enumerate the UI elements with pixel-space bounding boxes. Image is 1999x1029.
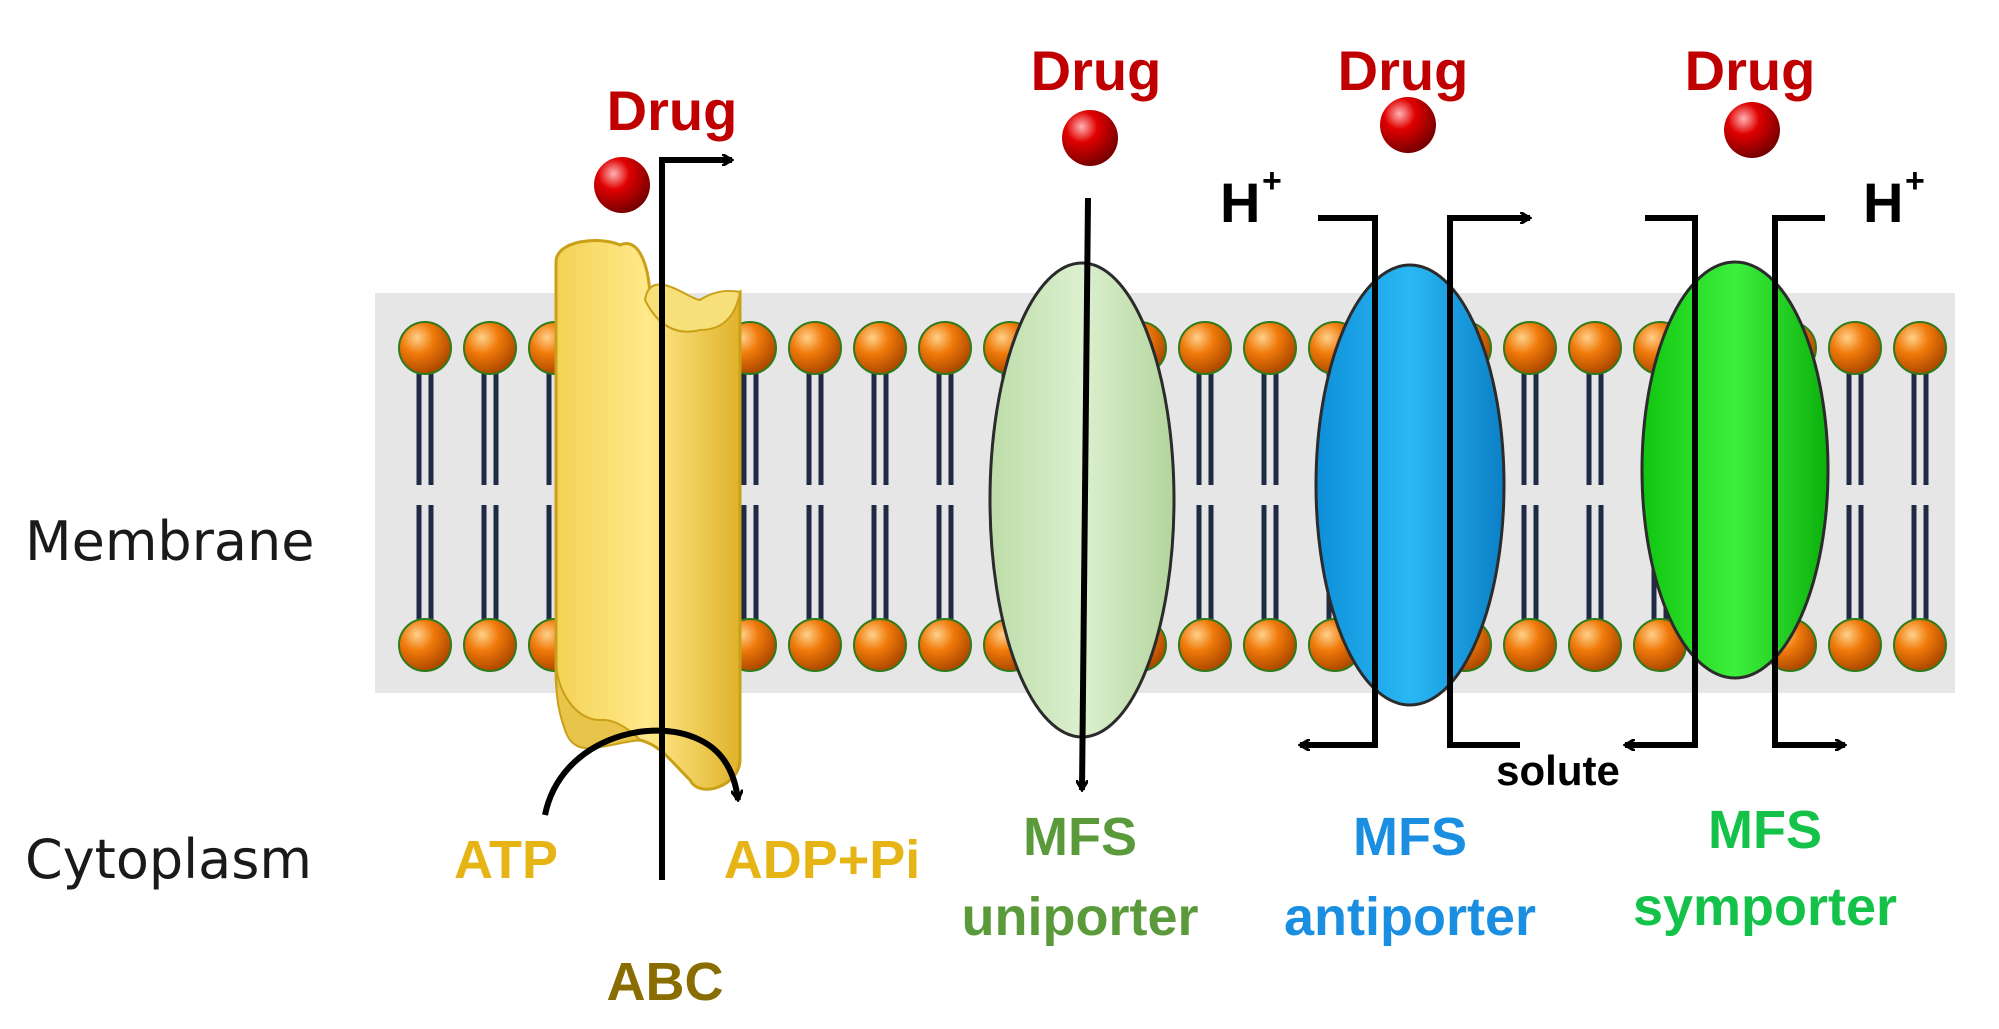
cytoplasm-label: Cytoplasm: [25, 828, 312, 891]
lipid-head: [918, 618, 972, 672]
lipid-head: [853, 321, 907, 375]
proton-charge-symporter: +: [1905, 162, 1925, 200]
drug-molecule-abc: [594, 157, 650, 213]
antiporter-name-line2: antiporter: [1284, 887, 1536, 947]
lipid-head: [463, 321, 517, 375]
lipid-head: [1503, 321, 1557, 375]
lipid-head: [463, 618, 517, 672]
abc-transporter-bottom-curl: [555, 659, 643, 750]
antiporter-name-line1: MFS: [1353, 807, 1467, 867]
lipid-head: [1178, 618, 1232, 672]
lipid-head: [1893, 321, 1947, 375]
symporter-name-line1: MFS: [1708, 800, 1822, 860]
lipid-head: [1828, 321, 1882, 375]
mfs-symporter-body: [1640, 260, 1830, 680]
abc-energy-arrow: [542, 727, 738, 816]
drug-molecule-symporter: [1724, 102, 1780, 158]
symporter-proton-arrow: [1772, 215, 1845, 745]
lipid-head: [1828, 618, 1882, 672]
mfs-antiporter-body: [1314, 263, 1506, 707]
drug-label-uniporter: Drug: [1031, 39, 1162, 102]
lipid-head: [398, 321, 452, 375]
lipid-head: [1243, 618, 1297, 672]
symporter-drug-arrow: [1625, 215, 1698, 745]
lipid-head: [853, 618, 907, 672]
lipid-head: [398, 618, 452, 672]
abc-drug-path-arrow: [659, 160, 732, 880]
drug-label-abc: Drug: [607, 79, 738, 142]
lipid-head: [1893, 618, 1947, 672]
atp-label: ATP: [454, 830, 558, 890]
drug-label-antiporter: Drug: [1338, 39, 1469, 102]
abc-transporter: [554, 239, 742, 791]
lipid-head: [1568, 618, 1622, 672]
drug-label-symporter: Drug: [1685, 39, 1816, 102]
drug-molecule-uniporter: [1062, 110, 1118, 166]
proton-label-symporter: H: [1863, 171, 1903, 234]
uniporter-name-line1: MFS: [1023, 807, 1137, 867]
lipid-head: [1568, 321, 1622, 375]
lipid-head: [1178, 321, 1232, 375]
lipid-head: [788, 618, 842, 672]
proton-charge-antiporter: +: [1262, 162, 1282, 200]
drug-molecule-antiporter: [1380, 97, 1436, 153]
uniporter-name-line2: uniporter: [962, 887, 1199, 947]
uniporter-drug-arrow: [1082, 197, 1091, 790]
proton-label-antiporter: H: [1220, 171, 1260, 234]
membrane-label: Membrane: [25, 510, 314, 573]
abc-transporter-top-curl: [643, 283, 742, 333]
lipid-head: [1503, 618, 1557, 672]
solute-label: solute: [1496, 747, 1620, 794]
lipid-head: [1243, 321, 1297, 375]
abc-name-label: ABC: [607, 952, 724, 1012]
antiporter-drug-arrow: [1447, 218, 1530, 748]
lipid-head: [918, 321, 972, 375]
lipid-head: [788, 321, 842, 375]
adp-pi-label: ADP+Pi: [724, 830, 921, 890]
antiporter-proton-arrow: [1300, 215, 1378, 745]
symporter-name-line2: symporter: [1633, 877, 1897, 937]
